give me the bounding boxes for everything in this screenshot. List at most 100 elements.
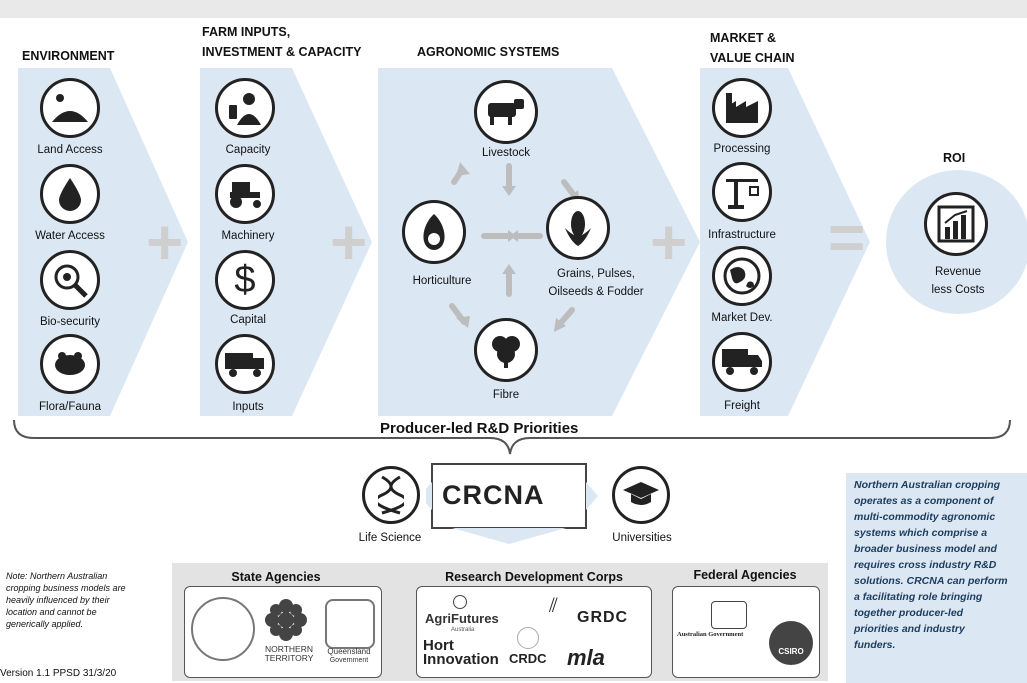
agro-label-fibre: Fibre xyxy=(492,389,520,401)
tractor-icon xyxy=(215,164,275,224)
info-line: Northern Australian cropping xyxy=(854,479,1001,491)
dna-icon xyxy=(362,466,420,524)
agency-state-title: State Agencies xyxy=(231,570,321,584)
env-label-flora-fauna: Flora/Fauna xyxy=(38,401,101,413)
state-logos-box: NORTHERN TERRITORY Queensland Government xyxy=(184,586,382,678)
chevron-panels xyxy=(18,68,1027,416)
header-market-2: VALUE CHAIN xyxy=(710,51,795,65)
hort-innovation-logo-1: Hort xyxy=(423,637,454,654)
graduation-cap-icon xyxy=(612,466,670,524)
info-line: together producer-led xyxy=(854,607,964,619)
info-line: a facilitating role bringing xyxy=(854,591,983,603)
env-label-water-access: Water Access xyxy=(35,230,105,242)
factory-icon xyxy=(712,78,772,138)
freight-truck-icon xyxy=(712,332,772,392)
corn-icon xyxy=(546,196,610,260)
agency-rdc-title: Research Development Corps xyxy=(445,570,623,584)
header-farm-inputs-1: FARM INPUTS, xyxy=(202,25,291,39)
water-access-icon xyxy=(40,164,100,224)
truck-icon xyxy=(215,334,275,394)
agro-label-livestock: Livestock xyxy=(482,147,530,159)
priorities-brace xyxy=(13,419,1011,455)
aus-gov-logo: Australian Government xyxy=(677,631,744,638)
csiro-logo-icon xyxy=(769,621,813,665)
env-label-biosecurity: Bio-security xyxy=(39,316,101,328)
agrifutures-logo: AgriFutures xyxy=(425,611,499,626)
qld-crest-icon xyxy=(325,599,375,649)
federal-logos-box: Australian Government CSIRO xyxy=(672,586,820,678)
version-label: Version 1.1 PPSD 31/3/20 xyxy=(0,668,117,679)
hort-innovation-logo-2: Innovation xyxy=(423,651,499,668)
market-panel xyxy=(700,68,870,416)
nt-logo-text-1: NORTHERN xyxy=(264,644,313,654)
info-line: funders. xyxy=(854,639,896,651)
market-label-infrastructure: Infrastructure xyxy=(708,229,776,241)
environment-panel xyxy=(18,68,188,416)
nt-logo-text-2: TERRITORY xyxy=(264,653,314,663)
input-label-machinery: Machinery xyxy=(221,230,275,242)
priorities-title: Producer-led R&D Priorities xyxy=(380,420,579,437)
top-bar xyxy=(0,0,1027,18)
header-farm-inputs-2: INVESTMENT & CAPACITY xyxy=(202,45,362,59)
info-line: broader business model and xyxy=(854,543,997,555)
agrifutures-logo-sub: Australia xyxy=(451,627,475,633)
crcna-right-label: Universities xyxy=(612,532,672,544)
header-environment: ENVIRONMENT xyxy=(22,49,115,63)
plus-operator-3: + xyxy=(650,206,688,278)
footnote: Note: Northern Australian cropping busin… xyxy=(6,571,126,629)
header-market-1: MARKET & xyxy=(710,31,776,45)
info-line: systems which comprise a xyxy=(854,527,988,539)
crdc-cotton-icon xyxy=(517,627,539,649)
header-agronomic: AGRONOMIC SYSTEMS xyxy=(417,45,560,59)
wa-seal-icon xyxy=(191,597,255,661)
header-roi: ROI xyxy=(943,151,966,165)
agency-federal-title: Federal Agencies xyxy=(693,568,797,582)
agrifutures-emblem-icon xyxy=(453,595,467,609)
dollar-icon: $ xyxy=(215,250,275,310)
crcna-frame xyxy=(426,463,598,544)
agronomic-panel xyxy=(378,68,700,416)
agronomic-arrows xyxy=(449,162,580,332)
env-label-land-access: Land Access xyxy=(37,144,103,156)
cotton-icon xyxy=(474,318,538,382)
info-line: priorities and industry xyxy=(854,623,965,635)
market-label-market-dev: Market Dev. xyxy=(711,312,773,324)
frog-icon xyxy=(40,334,100,394)
info-line: multi-commodity agronomic xyxy=(854,511,996,523)
cow-icon xyxy=(474,80,538,144)
rdc-logos-box: AgriFutures Australia ⫽ GRDC Hort Innova… xyxy=(416,586,652,678)
crcna-logo: CRCNA xyxy=(442,480,545,510)
mla-logo: mla xyxy=(567,645,605,670)
info-line: operates as a component of xyxy=(854,495,994,507)
input-label-capital: Capital xyxy=(230,314,266,326)
qld-logo-text-2: Government xyxy=(329,657,369,664)
globe-icon xyxy=(712,246,772,306)
inputs-panel xyxy=(200,68,372,416)
roi-label-1: Revenue xyxy=(934,266,982,278)
avocado-icon xyxy=(402,200,466,264)
growth-chart-icon xyxy=(924,192,988,256)
market-label-processing: Processing xyxy=(713,143,771,155)
plus-operator-2: + xyxy=(330,206,368,278)
info-line: solutions. CRCNA can perform xyxy=(854,575,1008,587)
crane-icon xyxy=(712,162,772,222)
agro-label-horticulture: Horticulture xyxy=(412,275,472,287)
land-access-icon xyxy=(40,78,100,138)
info-line: requires cross industry R&D xyxy=(854,559,997,571)
equals-operator: = xyxy=(828,201,866,273)
plus-operator-1: + xyxy=(146,206,184,278)
grdc-wheat-icon: ⫽ xyxy=(549,595,558,617)
crcna-left-label: Life Science xyxy=(358,532,422,544)
input-label-inputs: Inputs xyxy=(232,401,264,413)
market-label-freight: Freight xyxy=(724,400,760,412)
roi-label-2: less Costs xyxy=(931,284,985,296)
agro-label-grains-2: Oilseeds & Fodder xyxy=(548,286,644,298)
nt-flower-icon xyxy=(265,599,307,641)
csiro-logo: CSIRO xyxy=(778,647,804,656)
agro-label-grains-1: Grains, Pulses, xyxy=(557,268,635,280)
biosecurity-icon xyxy=(40,250,100,310)
crdc-logo: CRDC xyxy=(509,651,547,666)
qld-logo-text-1: Queensland xyxy=(327,647,371,656)
info-box: Northern Australian cropping operates as… xyxy=(846,473,1027,683)
aus-coat-of-arms-icon xyxy=(711,601,747,629)
